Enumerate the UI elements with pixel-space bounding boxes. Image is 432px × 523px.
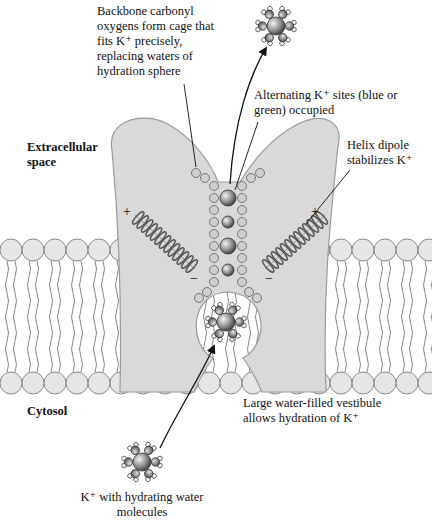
annotation-label: K⁺ with hydrating water molecules: [66, 490, 218, 520]
carbonyl-cage: [192, 169, 265, 303]
charge-sign: −: [190, 271, 198, 286]
annotation-label: Large water-filled vestibule allows hydr…: [243, 396, 403, 426]
hydrated-ion: [256, 6, 297, 47]
pore-helix: [130, 209, 200, 274]
annotation-label: Backbone carbonyl oxygens form cage that…: [97, 4, 231, 79]
potassium-ion: [220, 190, 236, 276]
charge-sign: +: [123, 204, 131, 219]
channel-protein: [111, 118, 339, 392]
hydrated-ion: [206, 302, 247, 343]
charge-sign: +: [311, 204, 319, 219]
charge-sign: −: [265, 271, 273, 286]
pore-helix: [260, 209, 330, 274]
annotation-label: Helix dipole stabilizes K⁺: [347, 138, 429, 168]
ion-path-arrow: [160, 346, 214, 448]
annotation-label: Alternating K⁺ sites (blue or green) occ…: [254, 88, 404, 118]
lipid-bilayer: [0, 239, 432, 394]
region-label: Extracellular space: [27, 140, 107, 170]
hydrated-ion: [122, 442, 163, 483]
region-label: Cytosol: [27, 404, 67, 419]
